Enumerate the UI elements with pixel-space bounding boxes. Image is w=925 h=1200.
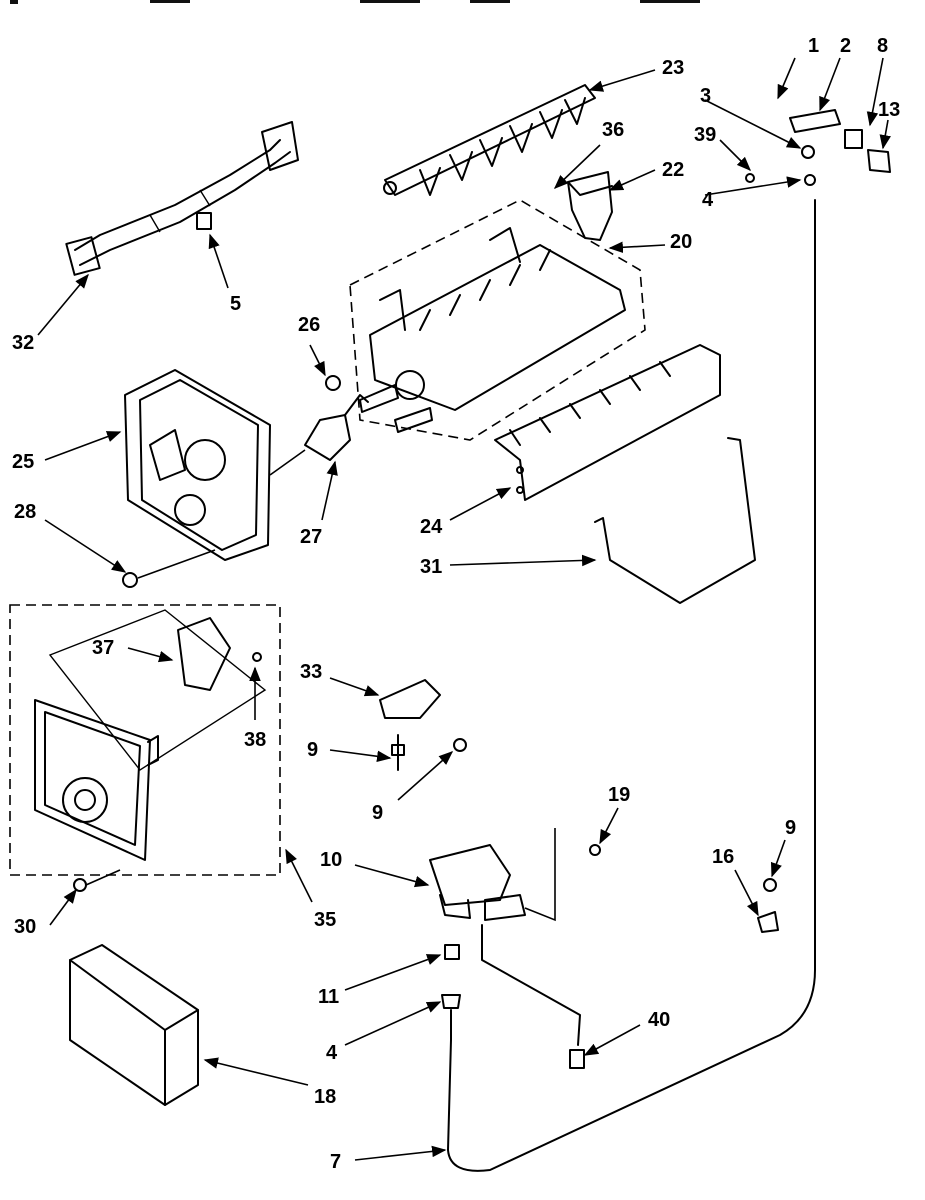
water-valve-part [429,828,601,922]
callout-27: 27 [300,526,323,548]
callout-32: 32 [12,332,35,354]
part-33-cover [379,679,441,719]
callout-33: 33 [300,661,323,683]
water-tube-part [441,199,816,1172]
cover-part [567,171,613,241]
callout-24: 24 [420,516,443,538]
part-16-clamp [757,911,779,933]
callout-7: 7 [330,1151,342,1173]
callout-36: 36 [602,119,625,141]
callout-4-lower: 4 [326,1042,338,1064]
part-9-screws [391,734,777,892]
callout-11: 11 [318,986,340,1008]
part-28-screw [122,549,216,588]
callout-20: 20 [670,231,693,253]
part-30-screw [73,869,121,892]
callout-9-a: 9 [307,739,319,761]
callout-10: 10 [320,849,343,871]
callout-40: 40 [648,1009,671,1031]
callout-1: 1 [808,35,820,57]
callout-38: 38 [244,729,267,751]
callout-31: 31 [420,556,443,578]
part-26-screw [325,375,341,391]
callout-9-b: 9 [372,802,384,824]
motor-assembly-part [9,604,281,876]
leader-lines [37,57,891,1161]
callout-8: 8 [877,35,889,57]
shut-off-arm-part [594,437,756,604]
callout-4-upper: 4 [702,189,714,211]
wire-harness-part [65,121,299,276]
callout-35: 35 [314,909,337,931]
cropped-header-fragment [10,0,700,4]
callout-16: 16 [712,846,735,868]
fill-fittings-part [745,109,891,186]
callout-23: 23 [662,57,685,79]
callout-30: 30 [14,916,37,938]
callout-19: 19 [608,784,631,806]
callout-39: 39 [694,124,717,146]
module-housing-part [124,369,271,561]
callout-18: 18 [314,1086,337,1108]
insulation-pad-part [69,944,199,1106]
callout-9-c: 9 [785,817,797,839]
ejector-part [383,84,596,196]
mold-assembly-part [349,199,646,441]
callout-25: 25 [12,451,35,473]
callout-26: 26 [298,314,321,336]
thermostat-part [269,394,369,476]
callout-2: 2 [840,35,852,57]
callout-3: 3 [700,85,712,107]
callout-28: 28 [14,501,37,523]
callout-37: 37 [92,637,115,659]
part-5-clip [196,212,212,230]
bracket-part [494,344,721,501]
callout-13: 13 [878,99,901,121]
callout-22: 22 [662,159,685,181]
callout-5: 5 [230,293,242,315]
